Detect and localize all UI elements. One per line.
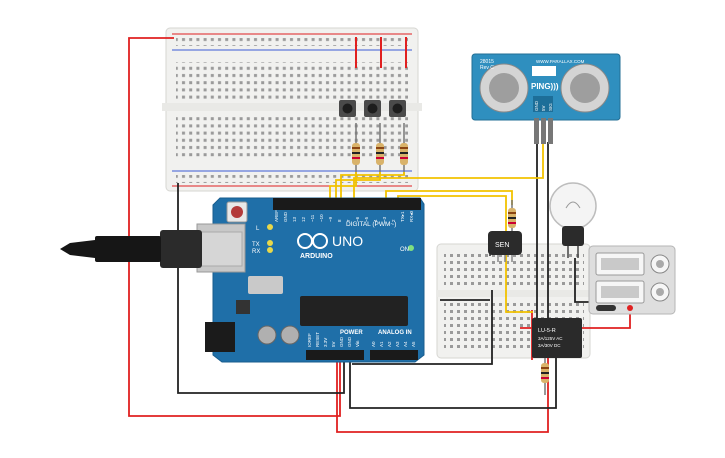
pulldown-resistors[interactable] (352, 123, 408, 175)
relay-line3: 3A/30V DC (538, 343, 561, 348)
black-wires[interactable] (177, 142, 602, 409)
pin-label: A0 (371, 341, 376, 347)
arduino-brand-text: ARDUINO (300, 253, 333, 260)
push-button-1[interactable] (339, 100, 356, 117)
digital-pin-labels: AREF GND 13 12 ~11 ~10 ~9 8 7 ~6 ~5 4 ~3 2 TX▸1 RX◂0 (274, 210, 414, 222)
push-button-2[interactable] (364, 100, 381, 117)
ping-pin-gnd: GND (534, 100, 539, 111)
pin-label: ~10 (319, 214, 324, 222)
pin-label: 12 (301, 216, 306, 222)
pin-label: 8 (337, 219, 342, 222)
relay-line2: 3A/125V AC (538, 336, 563, 341)
sensor-chip[interactable]: SEN (488, 231, 522, 262)
pin-label: ~6 (355, 216, 360, 222)
pin-label: ~3 (382, 216, 387, 222)
ping-ultrasonic-sensor[interactable]: 28015 Rev C WWW.PARALLAX.COM PING))) GND… (471, 53, 621, 144)
led-label-rx: RX (252, 249, 260, 255)
pin-label: 4 (373, 219, 378, 222)
pin-label: IOREF (307, 333, 312, 347)
pin-label: A2 (387, 341, 392, 347)
usb-cable[interactable] (60, 230, 243, 268)
led-label-tx: TX (252, 242, 260, 248)
ping-title: PING))) (531, 82, 559, 91)
ping-pin-5v: 5V (541, 105, 546, 111)
on-led-label: ON (400, 247, 409, 253)
pin-label: GND (283, 211, 288, 222)
pin-label: GND (347, 336, 352, 347)
led-label-l: L (256, 226, 260, 232)
sensor-chip-label: SEN (495, 242, 509, 249)
arduino-model-text: UNO (332, 233, 363, 249)
pin-label: GND (339, 336, 344, 347)
relay-resistor[interactable] (541, 358, 549, 395)
pin-label: ~5 (364, 216, 369, 222)
pin-label: AREF (274, 210, 279, 222)
pin-label: 5V (331, 341, 336, 347)
power-outlet[interactable] (588, 245, 676, 315)
main-breadboard[interactable] (162, 27, 422, 192)
push-button-3[interactable] (389, 100, 406, 117)
power-header-label: POWER (340, 330, 363, 336)
button-power-wires[interactable] (355, 37, 407, 68)
pin-label: A5 (411, 341, 416, 347)
pin-label: 3.3V (323, 338, 328, 347)
pin-label: Vin (355, 340, 360, 347)
relay-line1: LU-5-R (538, 328, 556, 334)
pin-label: 2 (391, 219, 396, 222)
pin-label: ~9 (328, 216, 333, 222)
pin-label: 13 (292, 216, 297, 222)
analog-header-label: ANALOG IN (378, 330, 412, 336)
pin-label: A4 (403, 341, 408, 347)
pin-label: RESET (315, 332, 320, 347)
ping-pin-sig: SIG (548, 103, 553, 111)
pin-label: A1 (379, 341, 384, 347)
arduino-logo-icon (297, 233, 328, 249)
pin-label: ~11 (310, 214, 315, 222)
relay-module[interactable]: LU-5-R 3A/125V AC 3A/30V DC (532, 318, 582, 358)
ping-model-line2: Rev C (480, 65, 494, 71)
arduino-uno-board[interactable]: L TX RX ON ARDUINO UNO DIGITAL (PWM~) PO… (196, 197, 425, 363)
light-bulb-icon[interactable] (549, 182, 597, 258)
reset-button[interactable] (226, 201, 248, 223)
pin-label: TX▸1 (400, 211, 405, 222)
pin-label: RX◂0 (409, 210, 414, 222)
ping-model-line1: 28015 (480, 59, 494, 65)
ping-url: WWW.PARALLAX.COM (536, 59, 585, 64)
pin-label: 7 (346, 219, 351, 222)
pin-label: A3 (395, 341, 400, 347)
digital-header-label: DIGITAL (PWM~) (346, 221, 396, 228)
